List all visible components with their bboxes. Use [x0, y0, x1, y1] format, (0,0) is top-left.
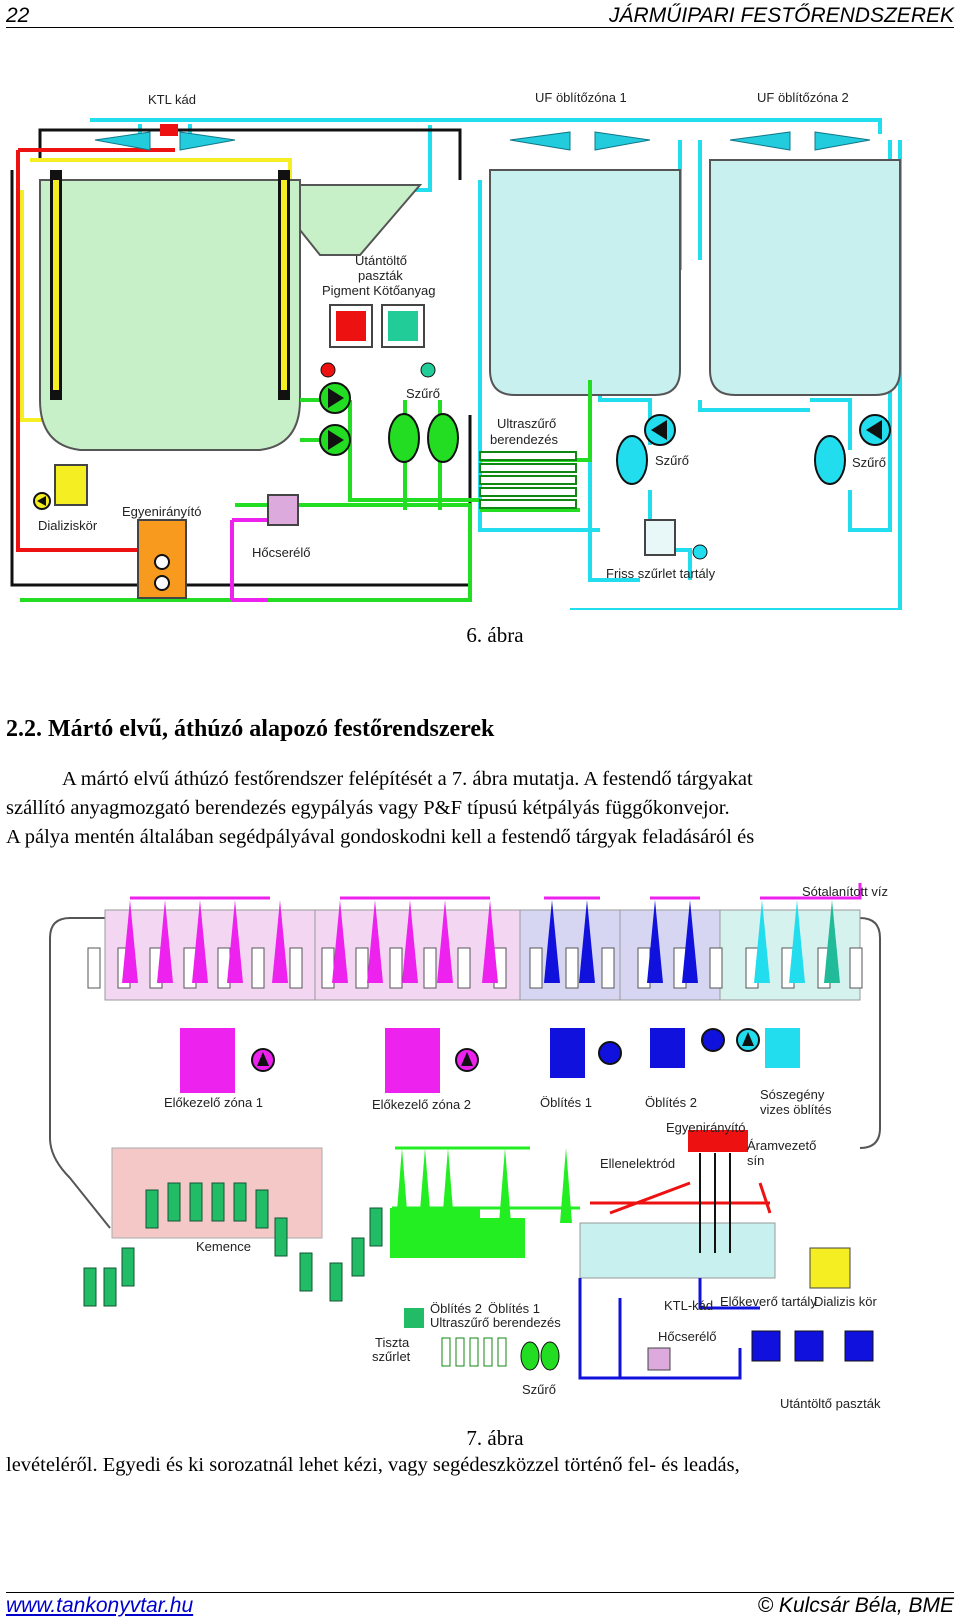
- header-rule: [6, 27, 954, 28]
- label-rectifier: Egyenirányító: [122, 504, 202, 519]
- label-rinse-1b: Öblítés 1: [488, 1301, 540, 1316]
- ktl-bath: [579, 1222, 776, 1279]
- spray-cones: [122, 900, 840, 983]
- label-oven: Kemence: [196, 1239, 251, 1254]
- spray-nozzles: [94, 131, 871, 151]
- label-pretreatment-2: Előkezelő zóna 2: [372, 1097, 471, 1112]
- figure-6-ktl-diagram: KTL kád UF öblítőzóna 1 UF öblítőzóna 2 …: [10, 90, 902, 610]
- refill-container-1: [794, 1330, 824, 1362]
- tank-salt-rinse: [765, 1028, 800, 1068]
- label-counter-electrode: Ellenelektród: [600, 1156, 675, 1171]
- minus-terminal-icon: [154, 554, 170, 570]
- filter-icon: [540, 1341, 560, 1371]
- overflow-hopper: [299, 184, 423, 256]
- rinse-2-bath: [619, 909, 721, 1001]
- ktl-tank: [39, 179, 301, 451]
- label-salt-2: vizes öblítés: [760, 1102, 832, 1117]
- label-fresh-tank: Friss szűrlet tartály: [606, 566, 716, 581]
- label-refill-3: Pigment Kötőanyag: [322, 283, 435, 298]
- oven-parts: [83, 1182, 383, 1307]
- label-ktl-tank: KTL kád: [148, 92, 196, 107]
- heat-exchanger-lower: [647, 1347, 671, 1371]
- mix-tank: [751, 1330, 781, 1362]
- rinse-cones: [396, 1148, 572, 1223]
- label-dialysis-lower: Dializis kör: [814, 1294, 878, 1309]
- tank-pre-2: [385, 1028, 440, 1093]
- pump-icons: [33, 362, 891, 560]
- label-rectifier-lower: Egyenirányító: [666, 1120, 746, 1135]
- label-rail-2: sín: [747, 1153, 764, 1168]
- label-uf-device: Ultraszűrő berendezés: [430, 1315, 561, 1330]
- label-rinse-2: Öblítés 2: [645, 1095, 697, 1110]
- label-dialysis: Dializiskör: [38, 518, 98, 533]
- figure-7-dip-line-diagram: Sótalanított víz Előkezelő zóna 1 Előkez…: [49, 883, 888, 1411]
- fresh-filtrate-tank: [644, 519, 676, 556]
- filter-icons: [388, 413, 846, 485]
- plus-terminal-icon: [154, 575, 170, 591]
- conveyor-track: [49, 917, 881, 1229]
- footer-rule: [6, 1592, 954, 1593]
- label-rinse-2b: Öblítés 2: [430, 1301, 482, 1316]
- section-heading: 2.2. Mártó elvű, áthúzó alapozó festőren…: [6, 716, 495, 742]
- label-mixing-tank: Előkeverő tartály: [720, 1294, 817, 1309]
- rinse-1-tank-lower: [475, 1218, 525, 1258]
- figure-6-caption: 6. ábra: [466, 623, 524, 647]
- heat-exchanger: [267, 494, 299, 526]
- label-clean-1: Tiszta: [375, 1335, 410, 1350]
- label-salt-1: Sószegény: [760, 1087, 825, 1102]
- label-uf-device-1: Ultraszűrő: [497, 416, 556, 431]
- red-valve: [160, 124, 178, 136]
- uf-membranes-lower: [441, 1337, 507, 1367]
- label-uf-zone-2: UF öblítőzóna 2: [757, 90, 849, 105]
- label-uf-device-2: berendezés: [490, 432, 558, 447]
- label-rinse-1: Öblítés 1: [540, 1095, 592, 1110]
- paragraph-line-3: A pálya mentén általában segédpályával g…: [6, 826, 755, 848]
- footer-author: © Kulcsár Béla, BME: [757, 1594, 954, 1617]
- tank-pre-1: [180, 1028, 235, 1093]
- paragraph-line-1: A mártó elvű áthúzó festőrendszer felépí…: [62, 768, 753, 790]
- label-refill-1: Utántöltő: [355, 253, 407, 268]
- running-title: JÁRMŰIPARI FESTŐRENDSZEREK: [609, 4, 954, 27]
- label-filter-lower: Szűrő: [522, 1382, 556, 1397]
- label-refill-2: paszták: [358, 268, 403, 283]
- label-heat-exchanger: Hőcserélő: [252, 545, 311, 560]
- continuation-line: levételéről. Egyedi és ki sorozatnál leh…: [6, 1454, 740, 1476]
- label-filter-3: Szűrő: [852, 455, 886, 470]
- rectifier-lower: [688, 1130, 748, 1152]
- label-ktl-tank-lower: KTL-kád: [664, 1298, 713, 1313]
- label-filter-2: Szűrő: [655, 453, 689, 468]
- zone-pumps: [251, 1028, 760, 1072]
- dialysis-vessel-lower: [809, 1247, 851, 1289]
- page-number: 22: [6, 4, 30, 27]
- footer-link[interactable]: www.tankonyvtar.hu: [6, 1594, 194, 1617]
- filter-icon: [520, 1341, 540, 1371]
- refill-container-2: [844, 1330, 874, 1362]
- paragraph-line-2: szállító anyagmozgató berendezés egypály…: [6, 797, 730, 819]
- label-refill-lower: Utántöltő paszták: [780, 1396, 881, 1411]
- label-uf-zone-1: UF öblítőzóna 1: [535, 90, 627, 105]
- current-rail: [590, 1181, 772, 1215]
- label-heat-exchanger-lower: Hőcserélő: [658, 1329, 717, 1344]
- tank-rinse-2: [650, 1028, 685, 1068]
- uf-tank-2: [709, 159, 901, 396]
- tank-rinse-1: [550, 1028, 585, 1078]
- figure-7-caption: 7. ábra: [466, 1426, 524, 1450]
- uf-tank-1: [489, 169, 681, 396]
- dialysis-vessel: [54, 464, 88, 506]
- hanging-parts: [87, 947, 863, 989]
- label-pretreatment-1: Előkezelő zóna 1: [164, 1095, 263, 1110]
- label-deionized: Sótalanított víz: [802, 884, 888, 899]
- label-rail-1: Áramvezető: [747, 1138, 816, 1153]
- uf-membranes: [479, 451, 577, 509]
- clean-filtrate-tank: [404, 1308, 424, 1328]
- label-filter: Szűrő: [406, 386, 440, 401]
- label-clean-2: szűrlet: [372, 1349, 411, 1364]
